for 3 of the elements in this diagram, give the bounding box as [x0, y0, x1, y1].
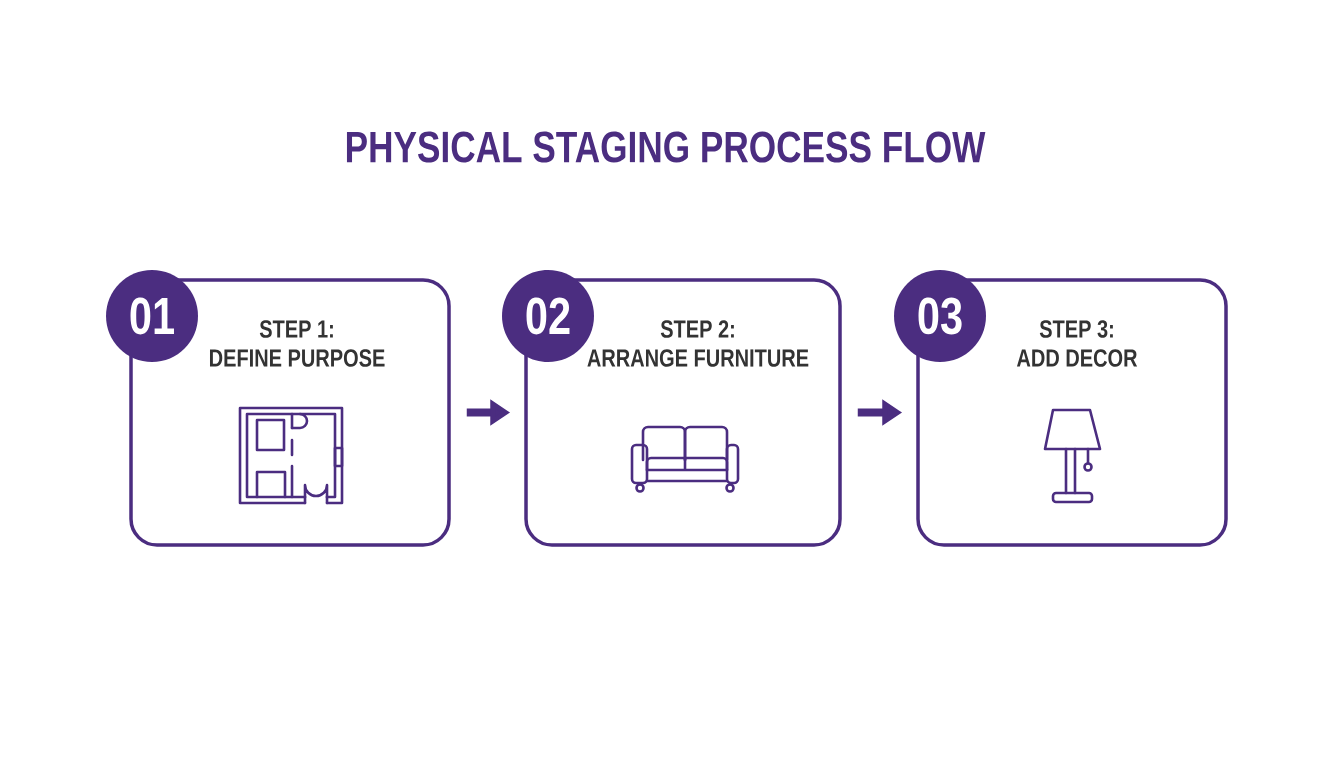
number-badge: 01: [106, 270, 198, 362]
title: PHYSICAL STAGING PROCESS FLOW: [346, 131, 986, 163]
number-badge: 03: [894, 270, 986, 362]
